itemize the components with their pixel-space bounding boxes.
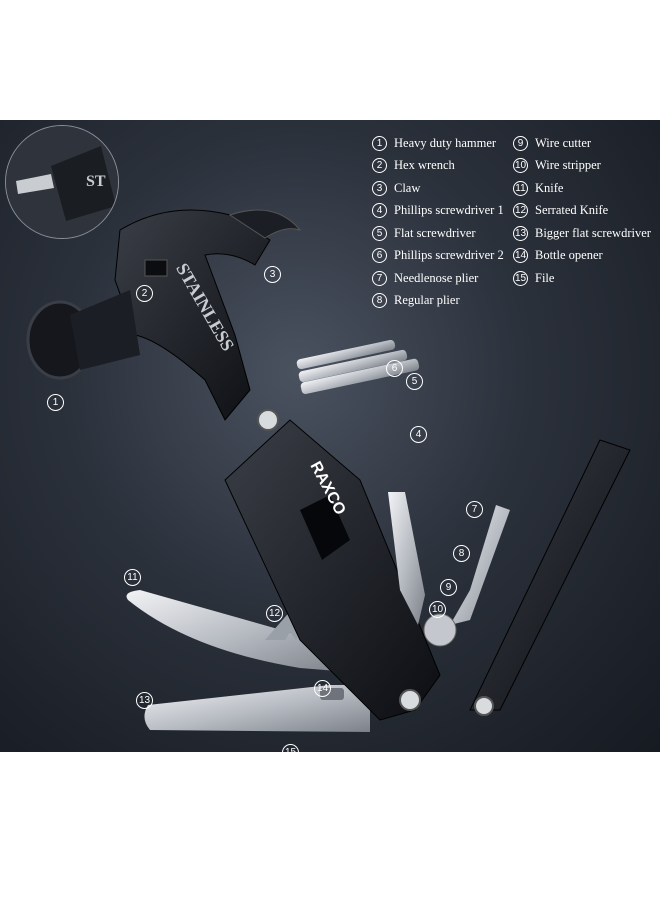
hammer-neck [70,290,140,370]
legend-label: Claw [394,180,421,195]
flat-screwdriver-file [144,685,370,732]
plier-handle-screw [474,696,494,716]
legend-number: 9 [513,135,528,151]
legend-label: Regular plier [394,293,460,308]
callout-4: 4 [410,426,427,443]
legend-label: Bigger flat screwdriver [535,225,651,240]
callout-13: 13 [136,692,153,709]
legend-number: 4 [372,203,387,219]
legend-label: Phillips screwdriver 1 [394,203,504,218]
callout-11: 11 [124,569,141,586]
legend-item: 11 Knife [513,177,651,200]
legend-column-right: 9 Wire cutter 10 Wire stripper 11 Knife 12 S… [513,132,651,290]
legend-number: 7 [372,270,387,286]
legend-label: Phillips screwdriver 2 [394,248,504,263]
callout-6: 6 [386,360,403,377]
callout-7: 7 [466,501,483,518]
detail-inset: ST [5,125,119,239]
legend-label: Knife [535,180,564,195]
legend-item: 15 File [513,267,651,290]
legend-label: File [535,270,555,285]
legend-number: 8 [372,293,387,309]
plier-pivot [423,613,457,647]
bit-flat [298,349,408,383]
legend-item: 5 Flat screwdriver [372,222,504,245]
inset-engraving: ST [86,173,106,190]
callout-3: 3 [264,266,281,283]
legend-item: 13 Bigger flat screwdriver [513,222,651,245]
needlenose-plier [388,492,425,625]
legend-label: Needlenose plier [394,270,479,285]
pivot-screw-top [257,409,279,431]
inset-illustration: ST [6,126,118,238]
legend-number: 11 [513,180,528,196]
legend-number: 12 [513,203,528,219]
legend-number: 5 [372,225,387,241]
legend-label: Heavy duty hammer [394,135,497,150]
legend-number: 10 [513,158,528,174]
legend-label: Bottle opener [535,248,603,263]
legend-item: 9 Wire cutter [513,132,651,155]
legend-label: Wire cutter [535,135,592,150]
legend-item: 8 Regular plier [372,290,504,313]
callout-1: 1 [47,394,64,411]
legend-label: Wire stripper [535,158,601,173]
legend-label: Serrated Knife [535,203,609,218]
legend-item: 14 Bottle opener [513,245,651,268]
legend-item: 12 Serrated Knife [513,200,651,223]
regular-plier [450,505,510,625]
legend-item: 1 Heavy duty hammer [372,132,504,155]
legend-item: 3 Claw [372,177,504,200]
main-handle [224,419,441,721]
handle-cutouts [300,495,350,560]
plier-handle [469,439,631,711]
hex-wrench-hole [144,259,168,277]
legend-item: 10 Wire stripper [513,155,651,178]
callout-8: 8 [453,545,470,562]
legend-item: 7 Needlenose plier [372,267,504,290]
legend-number: 2 [372,158,387,174]
callout-2: 2 [136,285,153,302]
legend-number: 3 [372,180,387,196]
legend-item: 4 Phillips screwdriver 1 [372,200,504,223]
legend-number: 14 [513,248,528,264]
legend-number: 1 [372,135,387,151]
legend-number: 13 [513,225,528,241]
bit-phillips-2 [296,339,396,370]
callout-12: 12 [266,605,283,622]
callout-5: 5 [406,373,423,390]
pivot-screw-bottom [399,689,421,711]
legend-item: 6 Phillips screwdriver 2 [372,245,504,268]
callout-10: 10 [429,601,446,618]
legend-number: 15 [513,270,528,286]
knife-blade [126,590,350,672]
legend-item: 2 Hex wrench [372,155,504,178]
claw [228,209,302,239]
hammer-head [114,209,271,421]
legend-label: Hex wrench [394,158,455,173]
callout-14: 14 [314,680,331,697]
legend-label: Flat screwdriver [394,225,476,240]
multitool-illustration: STAINLESS RAXCO [26,209,631,732]
callout-9: 9 [440,579,457,596]
legend-number: 6 [372,248,387,264]
